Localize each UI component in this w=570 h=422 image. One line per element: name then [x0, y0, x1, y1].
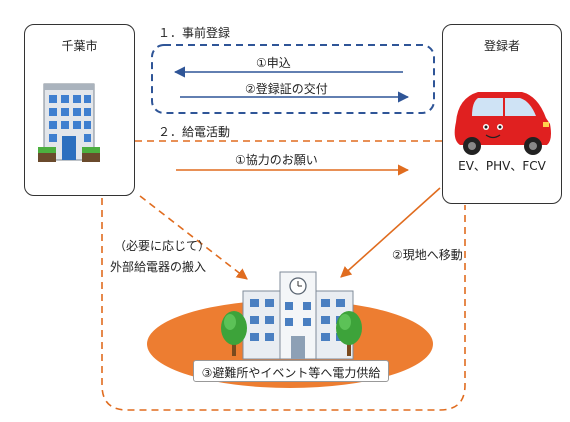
carry-in-arrow — [139, 195, 248, 280]
chiba-city-box: 千葉市 — [24, 24, 135, 196]
apply-label: ①申込 — [256, 56, 291, 70]
step-2-label: ２．給電活動 — [158, 125, 231, 139]
vehicle-types-label: EV、PHV、FCV — [458, 159, 546, 173]
move-label: ②現地へ移動 — [392, 248, 463, 262]
registrant-box: 登録者 EV、PHV、FCV — [442, 24, 562, 204]
chiba-city-title: 千葉市 — [61, 39, 98, 53]
certificate-label: ②登録証の交付 — [245, 82, 328, 96]
destination-label: ③避難所やイベント等へ電力供給 — [201, 366, 381, 380]
shelter-building-icon — [242, 271, 354, 360]
carry-in-label-line1: （必要に応じて） — [114, 239, 211, 253]
cooperation-label: ①協力のお願い — [235, 153, 318, 167]
carry-in-label-line2: 外部給電器の搬入 — [110, 260, 207, 274]
tree-icon-right — [336, 311, 362, 356]
pre-registration-region — [151, 44, 435, 114]
step-1-label: １．事前登録 — [158, 26, 231, 40]
destination-label-box: ③避難所やイベント等へ電力供給 — [193, 360, 389, 382]
registrant-title: 登録者 — [483, 39, 520, 53]
tree-icon-left — [221, 311, 247, 356]
activity-loop — [101, 198, 466, 411]
move-arrow — [340, 187, 441, 278]
